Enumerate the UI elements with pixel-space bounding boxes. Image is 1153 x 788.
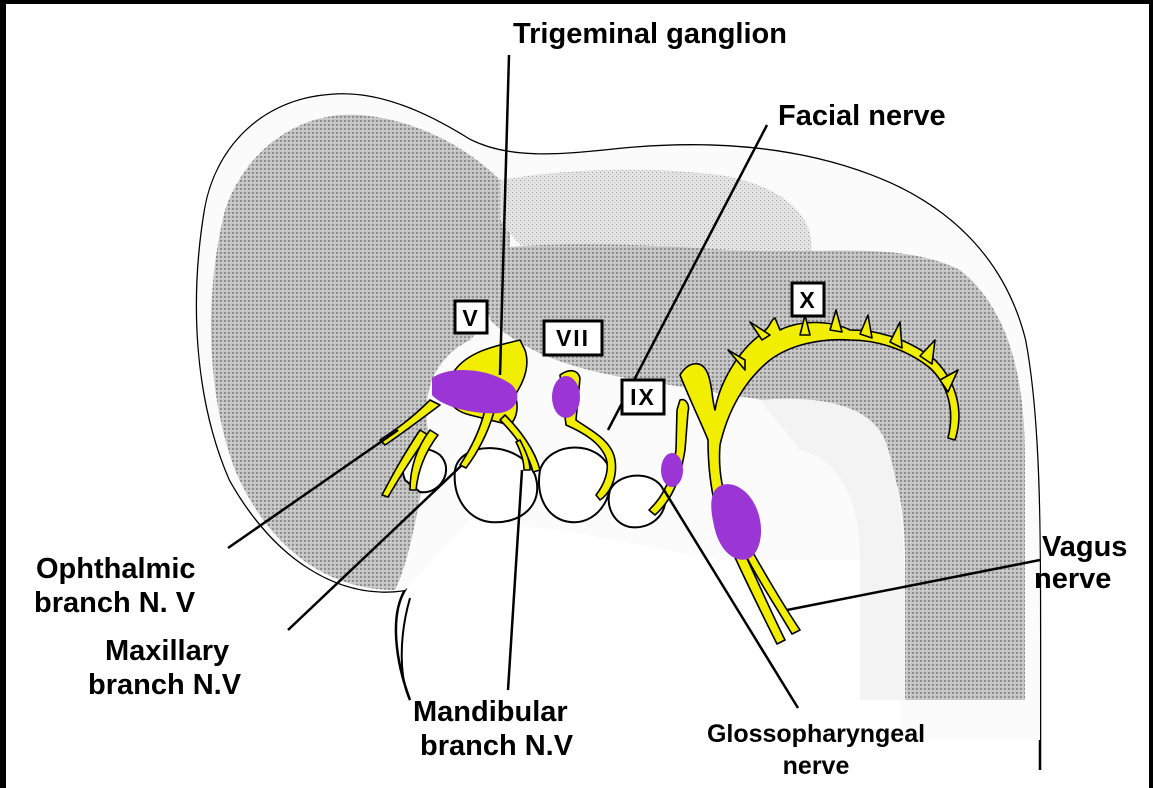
facial-ganglion-purple bbox=[552, 376, 580, 418]
numeral-ix: IX bbox=[630, 384, 656, 410]
frame-right-border bbox=[1149, 0, 1153, 788]
label-facial-nerve: Facial nerve bbox=[778, 100, 946, 132]
label-glossopharyngeal-line2: nerve bbox=[783, 752, 850, 780]
label-ophthalmic-line1: Ophthalmic bbox=[36, 553, 196, 585]
glossopharyngeal-ganglion-purple bbox=[661, 453, 683, 487]
label-maxillary-line2: branch N.V bbox=[88, 669, 242, 701]
label-glossopharyngeal-line1: Glossopharyngeal bbox=[707, 720, 925, 748]
numeral-v: V bbox=[462, 305, 479, 331]
label-ophthalmic-line2: branch N. V bbox=[34, 587, 196, 619]
label-trigeminal-ganglion: Trigeminal ganglion bbox=[513, 18, 787, 50]
label-vagus-line2: nerve bbox=[1034, 563, 1111, 595]
numeral-x: X bbox=[799, 287, 816, 313]
frame-top-border bbox=[0, 0, 1153, 4]
label-maxillary-line1: Maxillary bbox=[105, 635, 229, 667]
numeral-vii: VII bbox=[556, 325, 590, 351]
label-mandibular-line1: Mandibular bbox=[413, 696, 568, 728]
frame-left-border bbox=[0, 0, 6, 788]
label-vagus-line1: Vagus bbox=[1042, 531, 1127, 563]
label-mandibular-line2: branch N.V bbox=[420, 730, 574, 762]
